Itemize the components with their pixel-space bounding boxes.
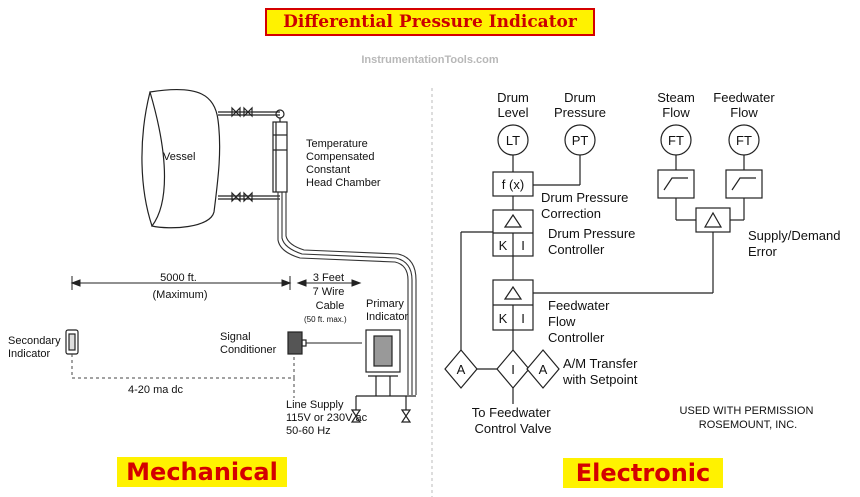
signal-label: 4-20 ma dc	[128, 384, 184, 396]
cable-max-label: (50 ft. max.)	[304, 315, 347, 324]
vessel	[141, 88, 221, 229]
pt-label: PT	[572, 133, 589, 148]
correction-label: Drum Pressure Correction	[541, 190, 632, 221]
dp-k-label: K	[499, 238, 508, 253]
cable-label: 3 Feet 7 Wire Cable	[313, 272, 348, 312]
flow-characterizers	[657, 169, 763, 199]
fw-controller-block	[492, 279, 534, 331]
mechanical-badge: Mechanical	[117, 457, 287, 487]
signal-wiring	[71, 354, 295, 398]
transmitter-circles	[497, 124, 760, 156]
head-chamber	[272, 118, 288, 193]
supply-demand-label: Supply/Demand Error	[748, 228, 844, 259]
dp-i-label: I	[521, 238, 525, 253]
am-transfer-station	[444, 349, 560, 389]
capillary-cable	[277, 192, 417, 395]
line-supply-label: Line Supply 115V or 230V ac 50-60 Hz	[286, 399, 370, 437]
dp-controller-block	[492, 209, 534, 257]
signal-conditioner	[287, 331, 307, 355]
head-chamber-label: Temperature Compensated Constant Head Ch…	[306, 138, 381, 189]
primary-indicator-label: Primary Indicator	[366, 298, 409, 323]
distance-label: 5000 ft. (Maximum)	[153, 272, 208, 301]
to-valve-label: To Feedwater Control Valve	[472, 405, 554, 436]
signal-conditioner-label: Signal Conditioner	[220, 331, 277, 356]
am-a-right-label: A	[539, 362, 548, 377]
fx-block	[492, 171, 534, 197]
lt-label: LT	[506, 133, 520, 148]
primary-indicator	[350, 329, 416, 423]
supply-demand-block	[695, 207, 731, 233]
am-transfer-label: A/M Transfer with Setpoint	[562, 356, 641, 387]
electronic-badge: Electronic	[563, 458, 723, 488]
ft-steam-label: FT	[668, 133, 684, 148]
fw-i-label: I	[521, 311, 525, 326]
impulse-lines	[218, 106, 285, 203]
page-title: Differential Pressure Indicator	[265, 8, 595, 36]
fw-k-label: K	[499, 311, 508, 326]
secondary-indicator	[65, 329, 79, 355]
distance-dimension	[70, 276, 362, 290]
fx-label: f (x)	[502, 177, 524, 192]
watermark: InstrumentationTools.com	[361, 54, 499, 66]
am-a-left-label: A	[457, 362, 466, 377]
secondary-indicator-label: Secondary Indicator	[8, 335, 64, 360]
ft-feedwater-label: FT	[736, 133, 752, 148]
dp-controller-label: Drum Pressure Controller	[548, 226, 639, 257]
fw-controller-label: Feedwater Flow Controller	[548, 298, 613, 345]
am-i-label: I	[511, 362, 515, 377]
signal-lines	[460, 155, 745, 404]
permission-label: USED WITH PERMISSION ROSEMOUNT, INC.	[680, 405, 817, 431]
vessel-label: Vessel	[163, 151, 195, 163]
